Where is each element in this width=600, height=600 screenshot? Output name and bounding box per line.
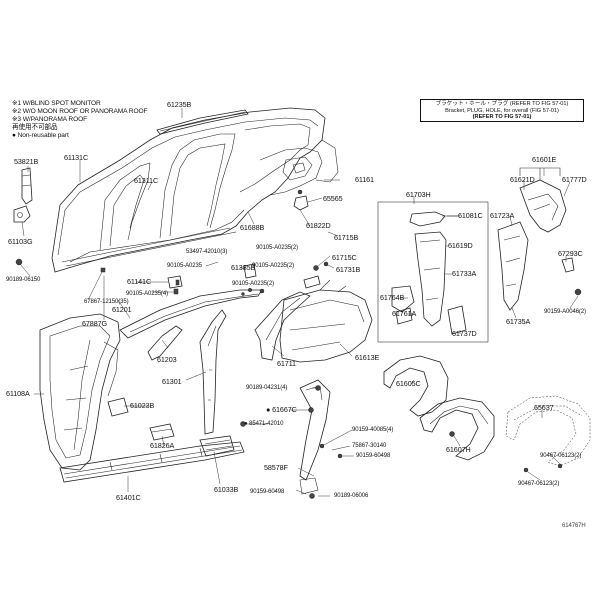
part-label-61613E[interactable]: 61613E <box>355 353 380 362</box>
note-line-3: (REFER TO FIG 57-01) <box>472 114 532 121</box>
part-label-90105-A0235-4[interactable]: 90105-A0235(4) <box>126 291 168 297</box>
part-61301-b-pillar <box>199 309 227 435</box>
part-label-61023B[interactable]: 61023B <box>130 401 155 410</box>
part-label-67887G[interactable]: 67887G <box>82 319 107 328</box>
part-label-90105-A0235[interactable]: 90105-A0235 <box>167 263 202 269</box>
part-label-61826A[interactable]: 61826A <box>150 441 175 450</box>
note-line-1: ブラケット・ホール・プラグ (REFER TO FIG 57-01) <box>435 101 569 107</box>
part-61601E-quarter-inner <box>519 179 567 233</box>
part-61605C-wheelhouse <box>383 355 449 417</box>
legend-item-1: ※1 W/BLIND SPOT MONITOR <box>12 100 101 107</box>
part-label-65637[interactable]: 65637 <box>534 403 554 412</box>
part-label-61735A[interactable]: 61735A <box>506 317 531 326</box>
part-label-90467-06123a[interactable]: 90467-06123(2) <box>540 453 582 459</box>
part-label-90105-A0235-2c[interactable]: 90105-A0235(2) <box>232 281 274 287</box>
part-label-61235B[interactable]: 61235B <box>167 100 192 109</box>
part-label-90189-06150[interactable]: 90189-06150 <box>6 277 41 283</box>
part-label-61667C[interactable]: ● 61667C <box>266 405 297 414</box>
part-label-90159-60498b[interactable]: 90159-60498 <box>250 489 285 495</box>
part-61613E <box>279 289 373 363</box>
part-label-61731B[interactable]: 61731B <box>336 265 361 274</box>
legend-item-2: ※2 W/O MOON ROOF OR PANORAMA ROOF <box>12 108 148 115</box>
part-label-61703H[interactable]: 61703H <box>406 190 431 199</box>
part-label-61605C[interactable]: 61605C <box>396 379 421 388</box>
part-label-67293C[interactable]: 67293C <box>558 249 583 258</box>
part-label-61081C[interactable]: 61081C <box>458 211 483 220</box>
part-label-61301[interactable]: 61301 <box>162 377 182 386</box>
part-label-61401C[interactable]: 61401C <box>116 493 141 502</box>
side-outer-panel <box>51 107 326 273</box>
part-label-61621D[interactable]: 61621D <box>510 175 535 184</box>
part-label-61723A[interactable]: 61723A <box>490 211 515 220</box>
part-label-61385B[interactable]: 61385B <box>231 263 256 272</box>
part-label-61737D[interactable]: 61737D <box>452 329 477 338</box>
part-label-85471-42010[interactable]: ● 85471-42010 <box>244 421 284 427</box>
legend-item-3: ※3 W/PANORAMA ROOF <box>12 116 88 123</box>
part-label-61108A[interactable]: 61108A <box>6 389 30 398</box>
leader-lines <box>19 108 579 497</box>
part-61401C-rocker <box>59 441 245 483</box>
part-label-61131C[interactable]: 61131C <box>64 153 89 162</box>
part-label-90105-A0235-2b[interactable]: 90105-A0235(2) <box>252 263 294 269</box>
part-label-90189-04231[interactable]: 90189-04231(4) <box>246 385 288 391</box>
part-label-90159-60498a[interactable]: 90159-60498 <box>356 453 391 459</box>
diagram-code: 614767H <box>562 523 586 529</box>
part-label-90159-A0046[interactable]: 90159-A0046(2) <box>544 309 586 315</box>
part-label-61161[interactable]: 61161 <box>355 175 374 184</box>
part-53821B-bracket <box>21 167 33 205</box>
part-label-67867-12150[interactable]: 67867-12150(35) <box>84 299 129 305</box>
part-61607H-wheelhouse-outer <box>419 397 495 461</box>
reference-note-box: ブラケット・ホール・プラグ (REFER TO FIG 57-01) Brack… <box>420 99 584 122</box>
part-label-61103G[interactable]: 61103G <box>8 237 33 246</box>
part-label-61311C[interactable]: 61311C <box>134 176 159 185</box>
part-label-90159-40085[interactable]: 90159-40085(4) <box>352 427 394 433</box>
part-label-61201[interactable]: 61201 <box>112 305 132 314</box>
part-label-61822D[interactable]: 61822D <box>306 221 331 230</box>
part-label-61715C[interactable]: 61715C <box>332 253 357 262</box>
part-label-61688B[interactable]: 61688B <box>240 223 265 232</box>
note-line-2: Bracket, PLUG, HOLE, for overall (FIG 57… <box>445 107 559 114</box>
sub-assembly-frame-61703H <box>377 201 489 343</box>
part-label-61764B[interactable]: 61764B <box>380 293 405 302</box>
legend-item-4: 再使用不可部品 <box>12 124 58 131</box>
part-label-61733A[interactable]: 61733A <box>452 269 477 278</box>
part-label-61777D[interactable]: 61777D <box>562 175 587 184</box>
part-65637-liner <box>505 395 591 467</box>
part-61203 <box>147 325 183 361</box>
part-61711-c-pillar <box>254 291 311 361</box>
part-label-61141C[interactable]: 61141C <box>127 277 152 286</box>
part-label-65565[interactable]: 65565 <box>323 194 343 203</box>
legend-item-5: ● Non-reusable part <box>12 132 69 139</box>
part-label-58578F[interactable]: 58578F <box>264 463 288 472</box>
part-label-61601E[interactable]: 61601E <box>532 155 557 164</box>
part-label-61033B[interactable]: 61033B <box>214 485 239 494</box>
part-label-61619D[interactable]: 61619D <box>448 241 473 250</box>
part-label-53497-42010[interactable]: 53497-42010(3) <box>186 249 228 255</box>
part-label-90189-06006[interactable]: 90189-06006 <box>334 493 369 499</box>
part-label-61203[interactable]: 61203 <box>157 355 177 364</box>
part-label-53821B[interactable]: 53821B <box>14 157 39 166</box>
part-label-61761A[interactable]: 61761A <box>392 309 417 318</box>
part-label-61711[interactable]: 61711 <box>277 359 296 368</box>
part-label-75867-30140[interactable]: 75867-30140 <box>352 443 387 449</box>
part-61108A-front-structure <box>39 313 121 471</box>
part-label-90105-A0235-2a[interactable]: 90105-A0235(2) <box>256 245 298 251</box>
part-label-90467-06123b[interactable]: 90467-06123(2) <box>518 481 560 487</box>
part-61103G <box>13 205 31 223</box>
part-label-61715B[interactable]: 61715B <box>334 233 359 242</box>
part-61201-pillar <box>119 289 263 339</box>
part-label-61607H[interactable]: 61607H <box>446 445 471 454</box>
